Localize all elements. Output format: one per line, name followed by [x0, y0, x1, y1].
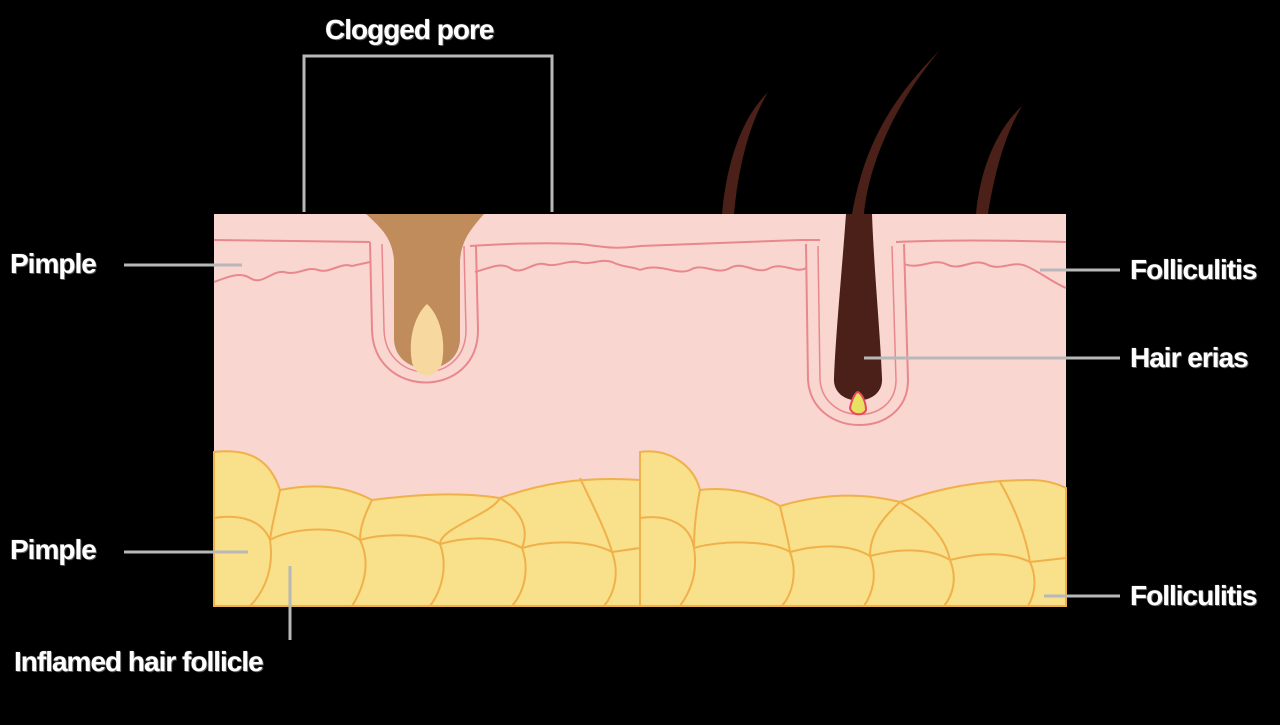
fat-cell	[611, 547, 641, 553]
folliculitis-bottom-label: Folliculitis	[1130, 580, 1257, 611]
right-fat-cells	[639, 481, 1067, 607]
clogged-pore-sebum-plug	[366, 214, 484, 369]
left-epidermis-line-lower	[213, 261, 371, 283]
clogged-pore-label: Clogged pore	[325, 14, 494, 45]
left-epidermis-line-right-lower	[474, 259, 641, 273]
fat-cell	[269, 489, 281, 541]
right-epidermis-line-lower	[639, 264, 807, 273]
right-epidermis-line-upper	[639, 239, 820, 247]
clogged-pore-bracket	[302, 54, 554, 212]
infection-spot	[848, 390, 868, 416]
fat-cell	[999, 481, 1031, 563]
hair-shaft-follicle	[852, 50, 940, 214]
leader-lines	[124, 54, 1120, 640]
right-panel-folliculitis	[639, 50, 1067, 607]
fat-cell	[693, 541, 795, 607]
fat-cell	[899, 501, 951, 561]
fat-cell	[579, 477, 613, 553]
fat-cell	[693, 489, 701, 549]
left-follicle-outer-line	[369, 241, 480, 384]
whitehead-core	[410, 304, 444, 376]
right-epidermis-line-right-upper	[895, 239, 1067, 243]
fat-cell	[359, 499, 373, 541]
fat-cell	[1029, 557, 1067, 563]
left-panel-clogged-pore	[213, 214, 641, 607]
right-follicle-outer-line	[805, 243, 910, 426]
hair-erias-label: Hair erias	[1130, 342, 1249, 373]
right-epidermis-line-right-lower	[903, 261, 1067, 289]
left-epidermis-line-right-upper	[469, 242, 641, 249]
left-fat-cells	[213, 477, 641, 607]
hair-bulb	[833, 214, 883, 401]
hair-right	[976, 106, 1022, 214]
right-fat-layer	[639, 450, 1067, 607]
left-fat-layer	[213, 450, 641, 607]
pimple-bottom-label: Pimple	[10, 534, 97, 565]
pimple-top-label: Pimple	[10, 248, 97, 279]
hair-left	[722, 92, 768, 214]
fat-cell	[499, 497, 526, 549]
left-epidermis-line-upper	[213, 239, 371, 243]
fat-cell	[869, 501, 901, 557]
fat-cell	[779, 505, 791, 553]
folliculitis-top-label: Folliculitis	[1130, 254, 1257, 285]
fat-cell	[439, 497, 501, 545]
inflamed-hair-follicle-label: Inflamed hair follicle	[14, 646, 264, 677]
